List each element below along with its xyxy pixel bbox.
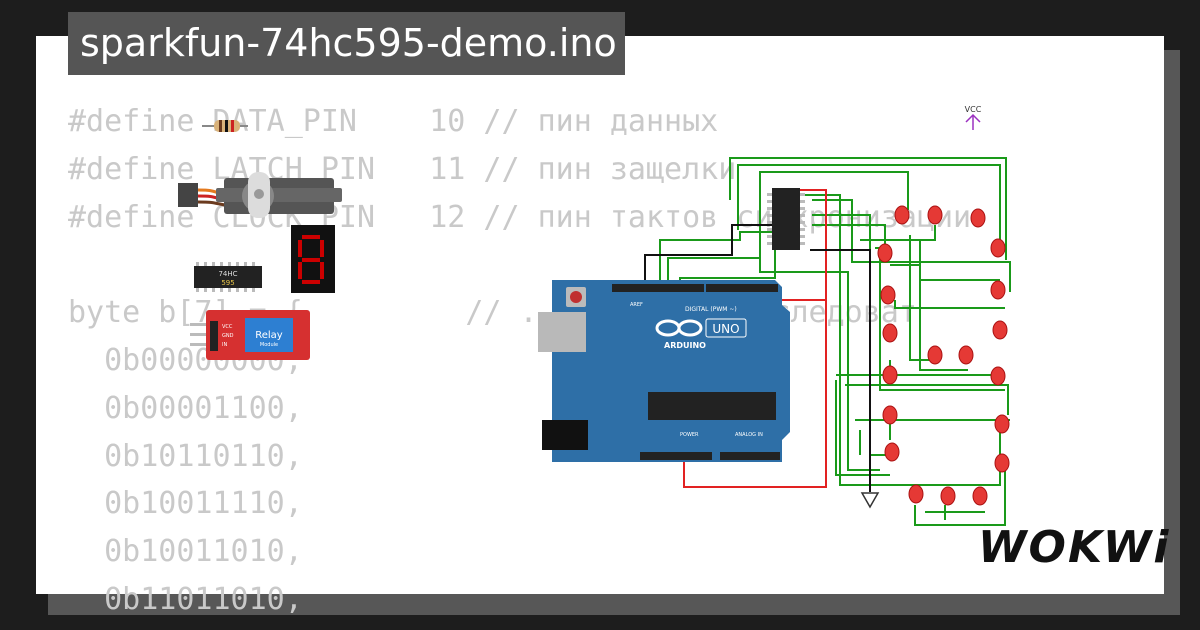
chip-label-1: 74HC [218, 270, 237, 278]
relay-label: Relay [255, 330, 283, 341]
servo-icon [178, 172, 342, 218]
vcc-label: VCC [965, 105, 982, 114]
black-wires [644, 224, 871, 492]
code-line: 0b10110110, [68, 438, 303, 474]
power-jack [542, 420, 588, 450]
seven-segment-display [291, 225, 335, 293]
relay-module: VCC GND IN Relay Module [190, 310, 310, 360]
code-line: 0b10011110, [68, 486, 303, 522]
arduino-uno-board: DIGITAL (PWM ~) AREF UNO ARDUINO POWER A… [538, 280, 790, 462]
resistor-icon [202, 120, 248, 132]
code-line: 0b00001100, [68, 390, 303, 426]
digital-label: DIGITAL (PWM ~) [685, 306, 737, 313]
code-line: 0b11011010, [68, 581, 303, 617]
page-title: sparkfun-74hc595-demo.ino [68, 12, 625, 75]
code-line: #define DATA_PIN 10 // пин данных [68, 104, 719, 139]
code-line: 0b10011010, [68, 534, 303, 570]
usb-port [538, 312, 586, 352]
ground-icon [860, 492, 880, 509]
relay-pin-in: IN [222, 342, 227, 348]
power-label: POWER [680, 432, 699, 438]
led-array [877, 205, 1010, 506]
arduino-model: UNO [712, 322, 739, 336]
microcontroller-chip [648, 392, 776, 420]
relay-sublabel: Module [260, 342, 278, 348]
chip-label-2: 595 [221, 279, 234, 287]
shift-register-chip-small: 74HC 595 [194, 262, 262, 292]
relay-pin-gnd: GND [222, 333, 234, 339]
arduino-logo [655, 319, 703, 337]
aref-label: AREF [630, 302, 643, 308]
arduino-brand: ARDUINO [664, 341, 706, 350]
relay-pin-vcc: VCC [222, 324, 233, 330]
analog-label: ANALOG IN [735, 432, 763, 438]
shift-register-chip [767, 188, 805, 250]
wokwi-logo: WOKWi [978, 522, 1171, 573]
vcc-icon: VCC [965, 105, 982, 130]
